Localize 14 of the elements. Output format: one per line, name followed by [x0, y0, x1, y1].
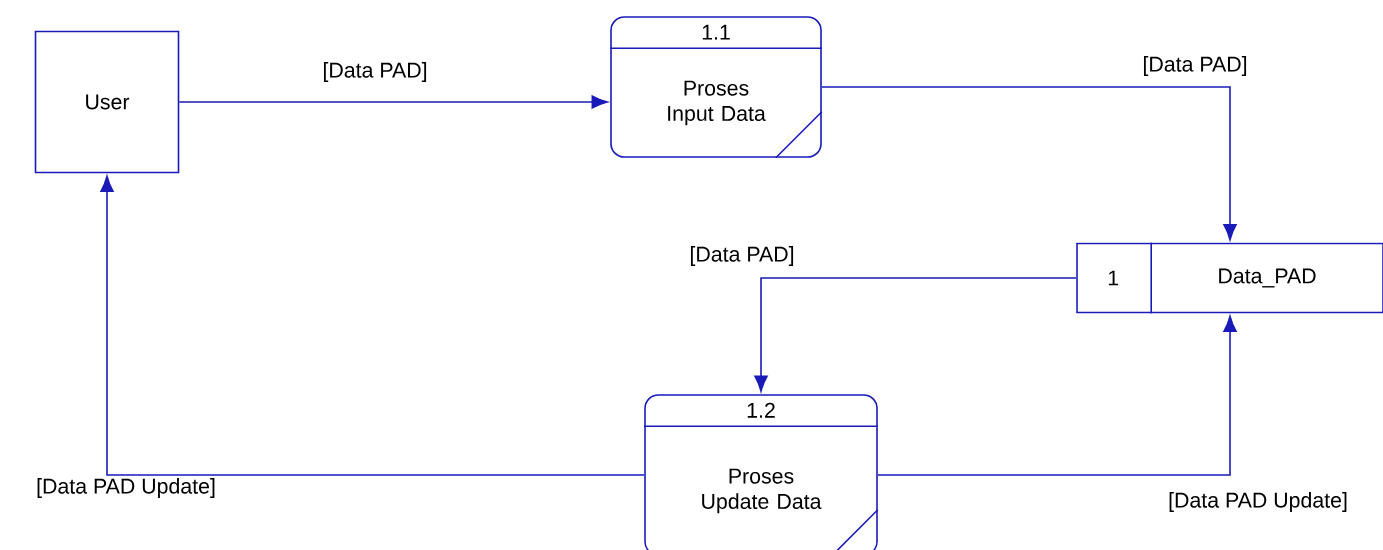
edge-label: [Data PAD Update] — [34, 476, 218, 500]
edge-label: [Data PAD Update] — [1166, 490, 1350, 514]
entity-box: User — [34, 30, 180, 174]
arrow — [100, 175, 645, 476]
edge-label: [Data PAD] — [1141, 54, 1249, 78]
edge-label: [Data PAD] — [688, 244, 796, 268]
process-box: 1.2 Proses Update Data — [643, 394, 879, 550]
arrow — [877, 315, 1237, 476]
arrow — [178, 95, 608, 109]
process-box: 1.1 Proses Input Data — [609, 16, 823, 159]
arrow — [821, 86, 1237, 241]
edge-label: [Data PAD] — [321, 60, 429, 84]
arrow — [754, 277, 1077, 392]
data-store: 1 Data_PAD — [1076, 241, 1383, 315]
